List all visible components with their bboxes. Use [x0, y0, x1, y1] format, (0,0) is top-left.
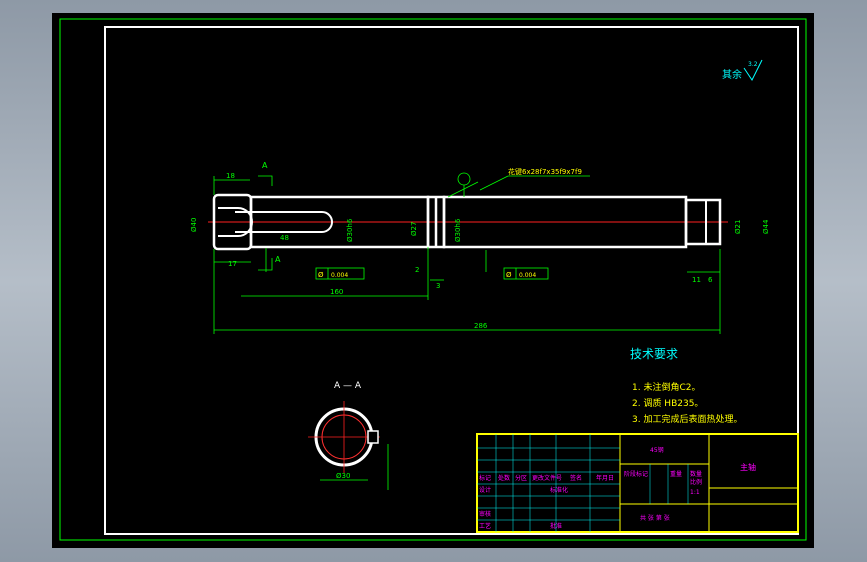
tech-requirement-3: 3. 加工完成后表面热处理。	[632, 413, 742, 425]
tolerance-frame-1: Ø 0.004	[315, 267, 365, 280]
dimension-lines	[213, 176, 721, 334]
drawing-sheet	[52, 13, 814, 548]
cut-label-bottom: A	[275, 255, 281, 264]
tb-craft: 工艺	[479, 522, 491, 530]
dimension-labels: 18 17 160 286 48 2 3 11 6 Ø40 Ø30h6 Ø27 …	[190, 172, 770, 330]
tb-part-name: 主轴	[740, 462, 756, 472]
spline-note: 花键6x28f7x35f9x7f9	[508, 167, 582, 176]
tb-date: 年月日	[596, 474, 614, 482]
tb-design: 设计	[479, 486, 491, 494]
inner-frame	[104, 26, 799, 535]
section-keyway	[367, 430, 379, 444]
dim-right-w2: 6	[708, 276, 713, 284]
outer-border	[59, 18, 807, 541]
dim-shaft-d3: Ø30h6	[454, 218, 462, 242]
section-view: A — A Ø30	[308, 381, 389, 490]
dim-shaft-d2: Ø27	[410, 222, 418, 236]
dim-keyway-len: 48	[280, 234, 289, 242]
tech-requirements-title: 技术要求	[630, 347, 678, 361]
dim-total-len: 286	[474, 322, 488, 330]
section-diameter: Ø30	[336, 472, 350, 480]
tb-sheet: 共 张 第 张	[640, 514, 670, 522]
tb-mark: 标记	[479, 474, 491, 482]
tb-count: 处数	[498, 474, 510, 482]
roughness-symbol	[743, 59, 763, 81]
tb-zone: 分区	[515, 474, 527, 482]
roughness-note-text: 其余	[722, 68, 742, 81]
shaft-main-view	[208, 193, 728, 251]
tb-review: 审核	[479, 510, 491, 518]
cut-label-top: A	[262, 161, 268, 170]
cut-plane-markers: A A	[258, 161, 281, 271]
tech-requirement-2: 2. 调质 HB235。	[632, 397, 703, 409]
keyway-outline	[235, 211, 333, 233]
tol-value-1: 0.004	[331, 272, 348, 279]
tb-stage: 阶段标记	[624, 470, 648, 478]
dim-left-bot: 17	[228, 260, 237, 268]
tol-value-2: 0.004	[519, 272, 536, 279]
tb-scale: 1:1	[690, 489, 700, 496]
tol-label-1: Ø	[318, 271, 324, 279]
tb-weight: 重量	[670, 470, 682, 478]
dim-len-160: 160	[330, 288, 343, 296]
tb-qty: 数量	[690, 470, 702, 478]
tol-label-2: Ø	[506, 271, 512, 279]
shaft-right-end	[684, 198, 722, 246]
roughness-value: 3.2	[748, 61, 758, 68]
dim-shaft-d1: Ø30h6	[346, 218, 354, 242]
tb-doc: 更改文件号	[532, 474, 562, 482]
dim-left-top: 18	[226, 172, 235, 180]
left-end-hole	[218, 207, 253, 237]
dim-right-w1: 11	[692, 276, 701, 284]
spline-callout: 花键6x28f7x35f9x7f9	[457, 167, 590, 197]
tolerance-frame-2: Ø 0.004	[503, 267, 549, 280]
roughness-note: 其余 3.2	[722, 59, 763, 81]
dim-shaft-d5: Ø44	[762, 219, 770, 234]
dim-groove-w: 2	[415, 266, 419, 274]
tech-requirements: 技术要求 1. 未注倒角C2。 2. 调质 HB235。 3. 加工完成后表面热…	[630, 347, 742, 425]
tb-approve: 批准	[550, 522, 562, 530]
tb-scale-label: 比例	[690, 478, 702, 486]
title-block	[476, 433, 799, 533]
tb-sign: 签名	[570, 474, 582, 482]
title-block-text: 标记 处数 分区 更改文件号 签名 年月日 设计 标准化 审核 工艺 批准 阶段…	[479, 446, 756, 530]
tb-std: 标准化	[550, 486, 568, 494]
dim-shaft-d4: Ø21	[734, 220, 742, 234]
dim-groove-w2: 3	[436, 282, 440, 290]
section-label: A — A	[334, 381, 362, 391]
tb-material: 45钢	[650, 446, 664, 454]
tech-requirement-1: 1. 未注倒角C2。	[632, 381, 700, 393]
dim-d-left: Ø40	[190, 218, 198, 232]
